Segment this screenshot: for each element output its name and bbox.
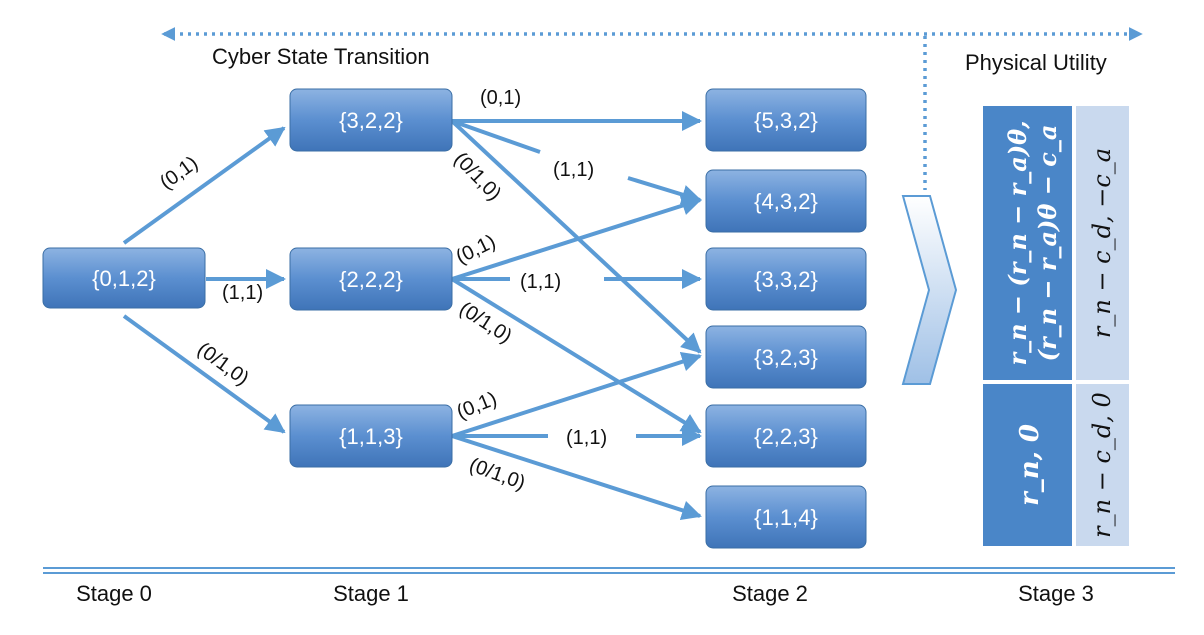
edge-label-s0-top: (0,1) <box>156 152 202 194</box>
node-stage0: {0,1,2} <box>42 247 206 309</box>
edge-label-s0-mid: (1,1) <box>222 282 263 304</box>
node-label: {5,3,2} <box>754 108 818 133</box>
node-label: {2,2,3} <box>754 424 818 449</box>
state-nodes: {0,1,2} {3,2,2} {2,2,2} {1,1,3} {5,3,2} … <box>42 88 867 549</box>
edge-label-mid-e: (0/1,0) <box>455 298 515 348</box>
transition-edges <box>122 111 702 520</box>
utility-cell-bottom-left <box>983 384 1072 546</box>
stage-divider <box>43 567 1175 574</box>
edge-top-b-arrow <box>627 176 702 205</box>
stage-label-2: Stage 2 <box>732 581 808 606</box>
node-label: {3,2,3} <box>754 345 818 370</box>
node-stage2-f: {1,1,4} <box>705 485 867 549</box>
cyber-state-title: Cyber State Transition <box>212 44 430 69</box>
utility-top-right: r_n − c_d, −c_a <box>1088 148 1116 338</box>
stage-label-0: Stage 0 <box>76 581 152 606</box>
stage-label-3: Stage 3 <box>1018 581 1094 606</box>
edge-mid-b <box>451 195 702 281</box>
edge-bot-d <box>451 352 702 438</box>
edge-top-d <box>450 119 702 354</box>
node-label: {2,2,2} <box>339 267 403 292</box>
node-stage2-b: {4,3,2} <box>705 169 867 233</box>
utility-top-left-line1: r_n − (r_n − r_a)θ, <box>1003 120 1032 365</box>
edge-label-bot-e: (1,1) <box>566 427 607 449</box>
edge-label-top-a: (0,1) <box>480 87 521 109</box>
node-label: {0,1,2} <box>92 266 156 291</box>
edge-bot-f <box>451 434 702 520</box>
node-label: {3,3,2} <box>754 267 818 292</box>
node-stage1-top: {3,2,2} <box>289 88 453 152</box>
node-stage1-bot: {1,1,3} <box>289 404 453 468</box>
stage-labels: Stage 0 Stage 1 Stage 2 Stage 3 <box>76 581 1094 606</box>
physical-utility-title: Physical Utility <box>965 50 1107 75</box>
utility-cell-bottom-right <box>1076 384 1129 546</box>
node-stage2-c: {3,3,2} <box>705 247 867 311</box>
edge-s0-bot <box>122 314 286 434</box>
node-stage2-a: {5,3,2} <box>705 88 867 152</box>
edge-label-mid-b: (0,1) <box>453 231 500 269</box>
node-label: {4,3,2} <box>754 189 818 214</box>
node-stage2-e: {2,2,3} <box>705 404 867 468</box>
utility-top-left-line2: (r_n − r_a)θ − c_a <box>1033 125 1062 362</box>
utility-cell-top-right <box>1076 106 1129 380</box>
edge-label-top-d: (0/1,0) <box>449 148 505 205</box>
edge-top-b <box>451 119 541 154</box>
time-axis-arrow <box>161 27 1143 190</box>
edge-label-mid-c: (1,1) <box>520 271 561 293</box>
node-label: {1,1,4} <box>754 505 818 530</box>
node-stage2-d: {3,2,3} <box>705 325 867 389</box>
edge-label-s0-bot: (0/1,0) <box>193 338 253 390</box>
physical-utility-table: r_n − (r_n − r_a)θ, (r_n − r_a)θ − c_a r… <box>983 106 1129 546</box>
edge-label-top-b: (1,1) <box>553 159 594 181</box>
utility-bottom-right: r_n − c_d, 0 <box>1088 392 1116 538</box>
utility-cell-top-left <box>983 106 1072 380</box>
edge-s0-top <box>122 126 286 245</box>
edge-label-bot-f: (0/1,0) <box>466 454 528 494</box>
node-label: {3,2,2} <box>339 108 403 133</box>
edge-label-bot-d: (0,1) <box>454 388 500 424</box>
utility-bottom-left: r_n, 0 <box>1015 424 1045 506</box>
node-label: {1,1,3} <box>339 424 403 449</box>
chevron-right-icon <box>901 195 958 385</box>
stage-label-1: Stage 1 <box>333 581 409 606</box>
node-stage1-mid: {2,2,2} <box>289 247 453 311</box>
edge-mid-e <box>450 277 702 434</box>
